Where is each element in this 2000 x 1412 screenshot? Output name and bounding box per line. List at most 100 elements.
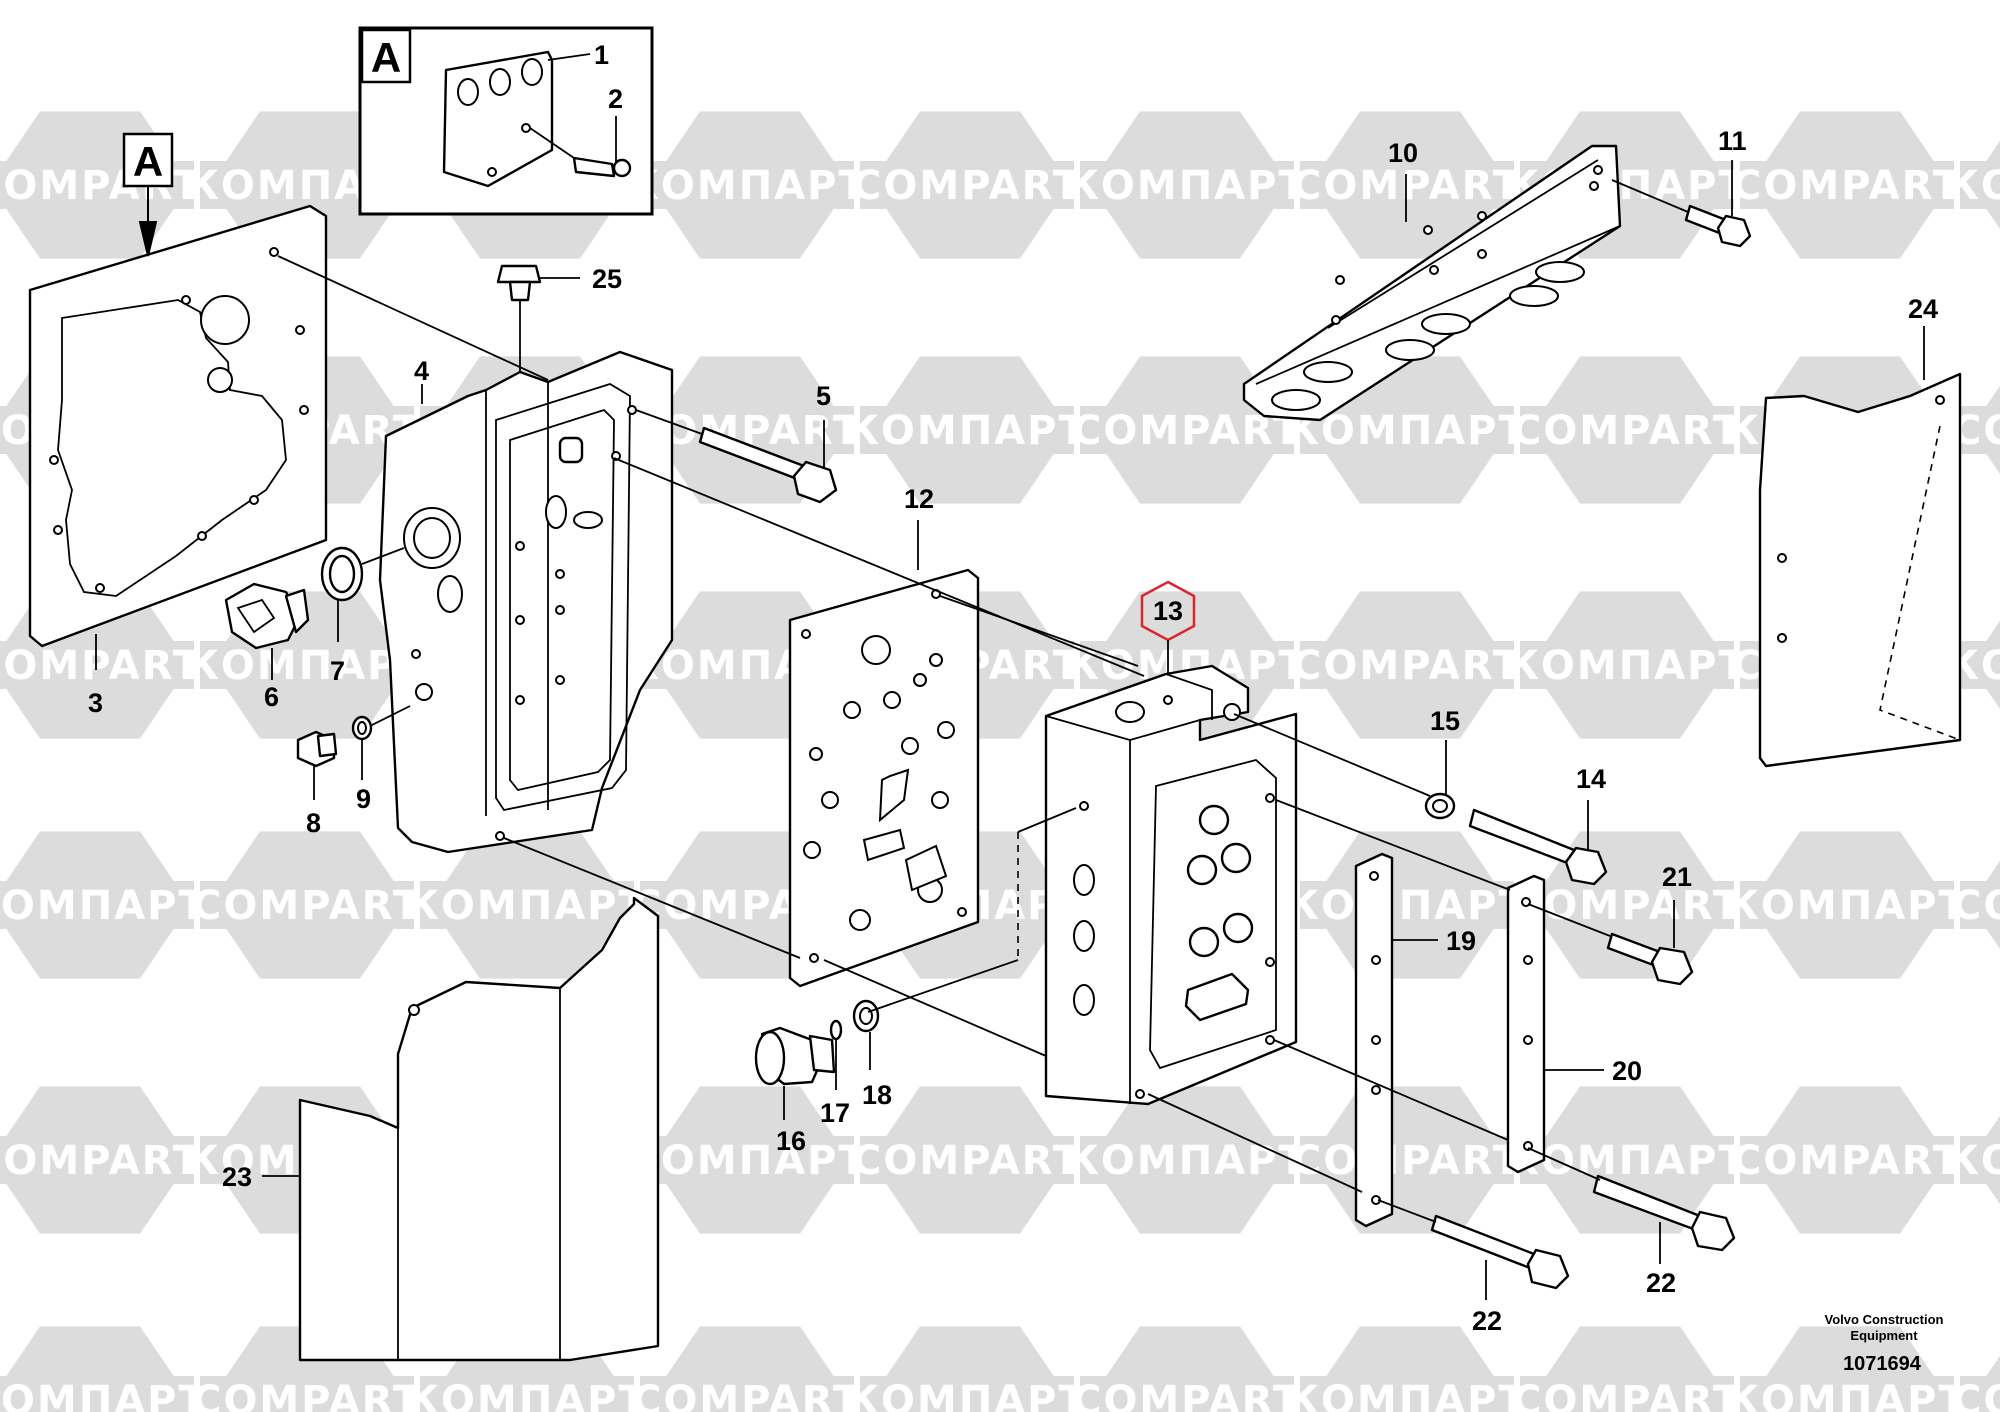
watermark-tile: КОМПАРТ: [1726, 1326, 1968, 1412]
watermark-tile: COMPART: [632, 1326, 860, 1412]
watermark-text: COMPART: [192, 1378, 422, 1412]
part-5-bolt: 5: [635, 381, 838, 504]
part-19-strip: 19: [1354, 852, 1476, 1228]
watermark-tile: КОМПАРТ: [1506, 1086, 1748, 1234]
watermark-text: COMPART: [1292, 643, 1522, 689]
watermark-text: КОМПАРТ: [846, 408, 1088, 454]
footer-block: Volvo Construction Equipment 1071694: [1825, 1312, 1944, 1375]
watermark-text: КОМПАРТ: [186, 643, 428, 689]
part-15-washer: 15: [1424, 706, 1460, 820]
watermark-tile: COMPART: [1512, 1326, 1740, 1412]
watermark-tile: COMPART: [852, 1086, 1082, 1234]
watermark-text: COMPART: [1732, 163, 1962, 209]
callout-10: 10: [1388, 138, 1418, 168]
watermark-tile: КОМПАРТ: [626, 1086, 868, 1234]
callout-14: 14: [1576, 764, 1606, 794]
watermark-tile: COMPART: [1512, 356, 1740, 504]
watermark-text: COMPART: [1072, 1378, 1302, 1412]
watermark-tile: COMPART: [852, 111, 1082, 259]
watermark-tile: КОМПАРТ: [1066, 1086, 1306, 1234]
part-3-gasket: A: [28, 132, 328, 648]
detail-box-a: A: [358, 26, 654, 216]
callout-11: 11: [1718, 126, 1747, 156]
watermark-tile: КОМПАРТ: [1286, 1326, 1528, 1412]
watermark-tile: COMPART: [1072, 1326, 1302, 1412]
watermark-tile: COMPART: [1952, 1355, 2000, 1412]
watermark-text: КОМПАРТ: [626, 1138, 868, 1184]
brand-line-1: Volvo Construction: [1825, 1312, 1944, 1327]
watermark-text: COMPART: [852, 163, 1082, 209]
callout-6: 6: [264, 682, 279, 712]
watermark-tile: COMPART: [192, 831, 420, 979]
callout-15: 15: [1430, 706, 1460, 736]
callout-23: 23: [222, 1162, 252, 1192]
watermark-text: COMPART: [1292, 163, 1522, 209]
watermark-text: КОМПАРТ: [1286, 1378, 1528, 1412]
callout-19: 19: [1446, 926, 1476, 956]
callout-2: 2: [608, 84, 623, 114]
watermark-tile: COMPART: [1292, 591, 1522, 739]
callout-20: 20: [1612, 1056, 1642, 1086]
part-24-side-guard: 24: [1758, 294, 1962, 768]
watermark-text: COMPART: [1512, 883, 1742, 929]
part-12-separator-plate: 12: [788, 484, 980, 988]
part-10-bracket: 10: [1242, 138, 1622, 422]
watermark-text: COMPART: [852, 1138, 1082, 1184]
callout-1: 1: [594, 40, 609, 70]
watermark-tile: COMPART: [1732, 111, 1962, 259]
alignment-lines: [95, 53, 1611, 1223]
drawing-number: 1071694: [1843, 1353, 1922, 1375]
watermark-tile: КОМПАРТ: [846, 356, 1088, 504]
part-11-bolt: 11: [1611, 126, 1752, 248]
watermark-text: КОМПАРТ: [0, 883, 208, 929]
watermark-tile: COMPART: [0, 1086, 200, 1234]
watermark-text: КОМПАРТ: [406, 1378, 648, 1412]
callout-12: 12: [904, 484, 934, 514]
part-17-o-ring: 17: [820, 1019, 850, 1128]
watermark-text: КОМПАРТ: [406, 883, 648, 929]
watermark-tile: КОМПАРТ: [0, 831, 208, 979]
watermark-tile: КОМПАРТ: [0, 1326, 206, 1412]
detail-marker-a: A: [133, 138, 163, 185]
part-22-bolt-right: 22: [1592, 1174, 1736, 1298]
part-20-strip: 20: [1506, 874, 1642, 1174]
callout-8: 8: [306, 808, 321, 838]
part-8-plug: 8: [296, 730, 338, 838]
callout-22-right: 22: [1646, 1268, 1676, 1298]
callout-22-lower: 22: [1472, 1306, 1502, 1336]
parts-layer: A A: [28, 26, 1962, 1362]
watermark-tile: КОМПАРТ: [1946, 1115, 2000, 1205]
watermark-tile: COMPART: [1732, 1086, 1960, 1234]
watermark-text: КОМПАРТ: [1726, 1378, 1968, 1412]
watermark-tile: COMPART: [1952, 860, 2000, 950]
part-9-seal-ring: 9: [351, 705, 411, 814]
watermark-tile: КОМПАРТ: [626, 111, 866, 259]
watermark-tile: КОМПАРТ: [1946, 140, 2000, 230]
watermark-tile: КОМПАРТ: [1066, 111, 1306, 259]
callout-4: 4: [414, 356, 429, 386]
part-13-valve-body: 13: [1044, 580, 1298, 1106]
watermark-text: КОМПАРТ: [1286, 883, 1528, 929]
watermark-text: COMPART: [1292, 1138, 1522, 1184]
part-21-bolt: 21: [1606, 862, 1694, 986]
callout-3: 3: [88, 688, 103, 718]
brand-line-2: Equipment: [1850, 1328, 1918, 1343]
part-14-bolt: 14: [1468, 764, 1608, 886]
watermark-tile: КОМПАРТ: [846, 1326, 1086, 1412]
watermark-text: КОМПАРТ: [1506, 643, 1748, 689]
callout-18: 18: [862, 1080, 892, 1110]
watermark-text: КОМПАРТ: [1726, 883, 1968, 929]
callout-13: 13: [1153, 596, 1183, 626]
watermark-tile: КОМПАРТ: [1506, 591, 1748, 739]
part-22-bolt-lower: 22: [1430, 1214, 1570, 1336]
callout-9: 9: [356, 784, 371, 814]
callout-24: 24: [1908, 294, 1938, 324]
part-7-seal: 7: [320, 546, 405, 686]
part-25-plug: 25: [496, 264, 622, 372]
callout-17: 17: [820, 1098, 850, 1128]
callout-21: 21: [1662, 862, 1692, 892]
part-4-valve-housing: [378, 350, 674, 854]
watermark-text: КОМПАРТ: [1506, 1138, 1748, 1184]
part-18-seal-ring: 18: [852, 999, 892, 1110]
